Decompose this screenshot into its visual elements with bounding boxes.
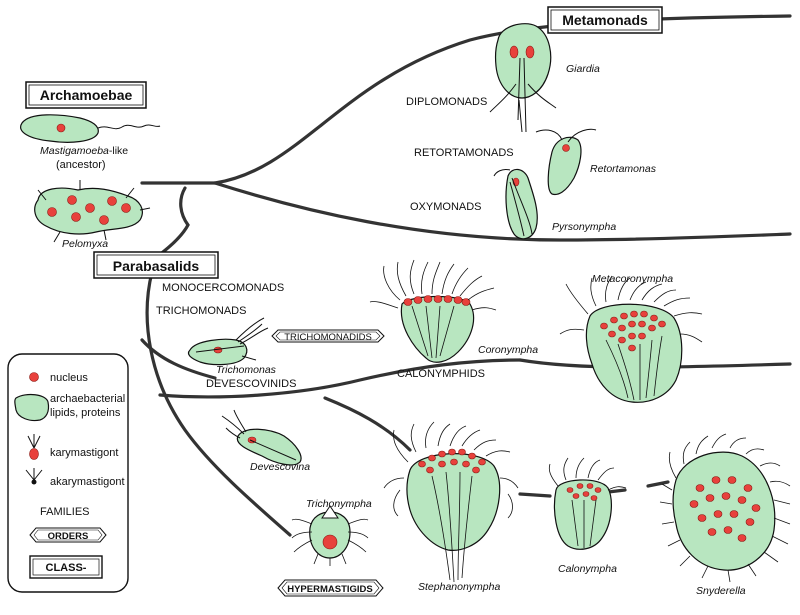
label-calonymphids: CALONYMPHIDS <box>397 368 485 380</box>
coronympha-nuclei <box>403 295 471 306</box>
metacoronympha-illustration <box>559 275 703 403</box>
trichonympha-label: Trichonympha <box>306 498 372 510</box>
legend-class-box: CLASS- <box>29 555 103 579</box>
label-retortamonads: RETORTAMONADS <box>414 147 514 159</box>
hypermastigids-order-tag: HYPERMASTIGIDS <box>277 579 384 597</box>
calonympha-illustration <box>548 457 627 550</box>
mastigamoeba-label: Mastigamoeba-like <box>40 145 128 157</box>
coronympha-illustration <box>369 259 497 363</box>
parabasalids-title: Parabasalids <box>113 258 200 274</box>
legend-lipids-line1: archaebacterial <box>50 393 125 405</box>
retortamonas-label: Retortamonas <box>590 163 657 175</box>
branch-trichomonadid <box>140 338 217 380</box>
stephanonympha-label: Stephanonympha <box>418 581 500 593</box>
mastigamoeba-illustration <box>20 114 161 143</box>
calonympha-label: Calonympha <box>558 563 617 575</box>
giardia-label: Giardia <box>566 63 600 75</box>
label-monocercomonads: MONOCERCOMONADS <box>162 282 284 294</box>
coronympha-label: Coronympha <box>478 344 538 356</box>
pelomyxa-illustration <box>34 180 151 243</box>
giardia-illustration <box>489 23 557 133</box>
archamoebae-box: Archamoebae <box>25 81 147 109</box>
snyderella-label: Snyderella <box>696 585 746 597</box>
stephanonympha-nuclei <box>418 448 486 474</box>
metacoronympha-nuclei <box>600 310 666 352</box>
legend-lipids-line2: lipids, proteins <box>50 407 121 419</box>
trichomonas-label: Trichomonas <box>216 364 277 376</box>
pyrsonympha-illustration <box>493 168 538 240</box>
archamoebae-title: Archamoebae <box>40 87 133 103</box>
legend-akarymastigont-label: akarymastigont <box>50 476 125 488</box>
devescovina-label: Devescovina <box>250 461 310 473</box>
legend-families-label: FAMILIES <box>40 506 90 518</box>
snyderella-illustration <box>659 433 791 583</box>
retortamonas-illustration <box>535 128 597 196</box>
trichomonas-illustration <box>187 317 269 366</box>
legend-orders-label: ORDERS <box>48 531 89 542</box>
pyrsonympha-label: Pyrsonympha <box>552 221 616 233</box>
trichonympha-illustration <box>291 505 369 566</box>
legend-lipids-swatch <box>14 393 50 422</box>
snyderella-nuclei <box>689 476 761 542</box>
branch-parabasalid-trunk <box>145 270 292 537</box>
legend: nucleus archaebacterial lipids, proteins… <box>7 353 129 593</box>
label-oxymonads: OXYMONADS <box>410 201 482 213</box>
legend-akarymastigont-swatch <box>25 468 43 485</box>
stephanonympha-illustration <box>383 421 519 583</box>
tree-branches <box>140 14 792 537</box>
label-trichomonads: TRICHOMONADS <box>156 305 246 317</box>
legend-nucleus-swatch <box>29 372 39 382</box>
legend-orders-tag: ORDERS <box>29 527 107 543</box>
legend-class-label: CLASS- <box>46 562 87 574</box>
legend-karymastigont-label: karymastigont <box>50 447 118 459</box>
pelomyxa-label: Pelomyxa <box>62 238 108 250</box>
label-trichomonadids: TRICHOMONADIDS <box>284 332 372 343</box>
devescovina-illustration <box>221 409 302 466</box>
metamonads-box: Metamonads <box>547 6 663 34</box>
mastigamoeba-suffix: -like <box>109 145 128 157</box>
branch-calonymphid-lower <box>323 396 412 452</box>
parabasalids-box: Parabasalids <box>93 251 219 279</box>
trichomonadids-order-tag: TRICHOMONADIDS <box>271 329 385 343</box>
branch-devescovinid <box>158 358 522 399</box>
label-hypermastigids: HYPERMASTIGIDS <box>287 584 373 595</box>
mastigamoeba-name: Mastigamoeba <box>40 145 109 157</box>
label-diplomonads: DIPLOMONADS <box>406 96 487 108</box>
metamonads-title: Metamonads <box>562 12 648 28</box>
legend-nucleus-label: nucleus <box>50 372 88 384</box>
branch-metamonads-lower <box>213 181 792 242</box>
metacoronympha-label: Metacoronympha <box>592 273 673 285</box>
ancestor-label: (ancestor) <box>56 159 106 171</box>
calonympha-nuclei <box>566 483 602 501</box>
label-devescovinids: DEVESCOVINIDS <box>206 378 296 390</box>
legend-karymastigont-swatch <box>27 434 41 460</box>
